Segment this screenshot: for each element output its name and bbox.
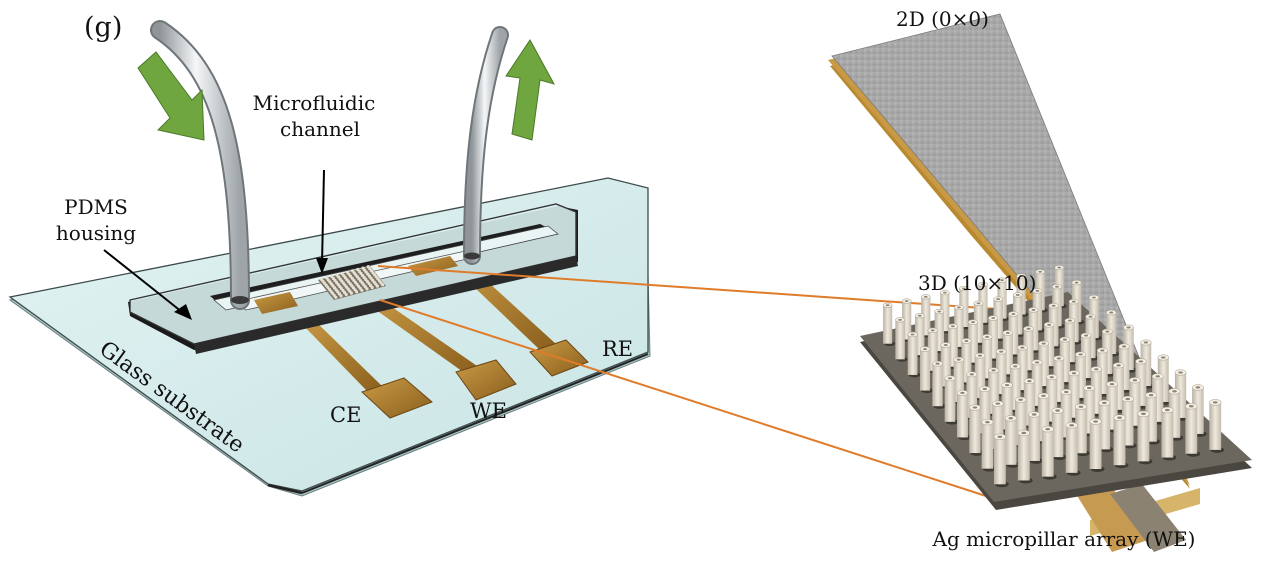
micropillar-small <box>381 283 385 287</box>
label-2d: 2D (0×0) <box>896 7 989 31</box>
micropillar <box>1041 425 1057 480</box>
inlet-tube <box>150 20 250 310</box>
micropillar <box>969 404 984 456</box>
micropillar <box>1089 418 1105 472</box>
micropillar <box>981 419 997 472</box>
micropillar <box>1098 399 1114 453</box>
micropillar <box>1137 410 1153 465</box>
label-ce: CE <box>330 403 361 427</box>
micropillar <box>1051 407 1067 460</box>
micropillar <box>895 317 908 362</box>
micropillar <box>993 433 1009 488</box>
micropillar <box>1017 429 1033 484</box>
we-pad <box>455 359 517 401</box>
ce-pad <box>361 377 433 419</box>
label-we: WE <box>470 399 507 423</box>
micropillar-array-small <box>318 265 386 300</box>
micropillar <box>1028 411 1043 464</box>
micropillar <box>882 302 896 346</box>
caption-micropillar-array: Ag micropillar array (WE) <box>932 527 1196 551</box>
label-re: RE <box>602 337 633 361</box>
label-3d: 3D (10×10) <box>918 271 1036 295</box>
inflow-arrow-icon <box>137 51 205 141</box>
micropillar-small <box>344 292 348 297</box>
micropillar-small <box>339 294 343 298</box>
micropillar <box>919 346 934 394</box>
micropillar <box>944 375 959 425</box>
micropillar <box>1145 392 1160 445</box>
callout-pointers <box>103 169 328 320</box>
panel-label: (g) <box>84 12 122 43</box>
label-channel: channel <box>280 117 360 141</box>
micropillar <box>1209 399 1225 453</box>
label-microfluidic: Microfluidic <box>253 91 376 115</box>
label-housing: housing <box>56 221 136 245</box>
micropillar <box>1074 403 1090 457</box>
micropillar <box>1161 406 1177 461</box>
micropillar-small <box>349 291 353 295</box>
micropillar-small <box>375 284 379 288</box>
micropillar-small <box>334 295 338 299</box>
micropillar <box>932 360 946 409</box>
micropillar-small <box>355 290 359 294</box>
outflow-arrow-icon <box>505 39 556 141</box>
micropillar <box>956 389 971 441</box>
micropillar <box>1185 403 1201 457</box>
micropillar <box>1004 415 1020 468</box>
outlet-tube <box>463 26 509 265</box>
micropillar-small <box>370 285 374 290</box>
label-pdms: PDMS <box>64 195 128 219</box>
micropillar-small <box>365 287 369 291</box>
micropillar <box>1121 395 1137 449</box>
micropillar <box>1065 422 1081 476</box>
inset-3d-micropillar-array <box>860 265 1252 552</box>
micropillar <box>1113 414 1129 469</box>
micropillar <box>1031 359 1046 409</box>
micropillar <box>907 331 921 378</box>
micropillar-small <box>360 288 364 292</box>
